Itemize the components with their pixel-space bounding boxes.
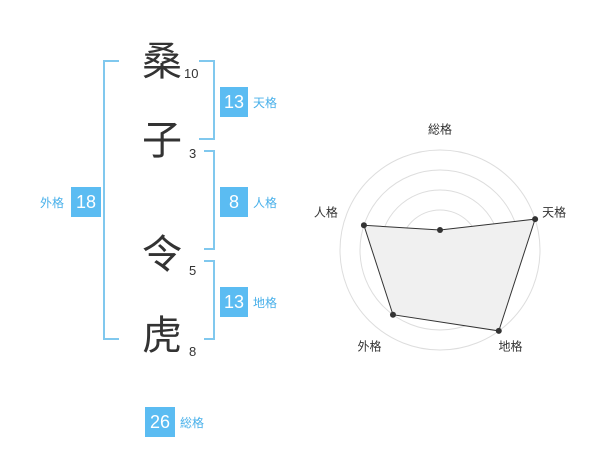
tenkaku-value: 13 — [220, 87, 248, 117]
radar-axis-label-2: 天格 — [542, 204, 566, 219]
stroke-count-1: 10 — [184, 66, 199, 81]
radar-point-2 — [532, 216, 539, 223]
name-char-3: 令 — [142, 232, 182, 278]
name-char-2: 子 — [142, 118, 182, 164]
name-char-1: 桑 — [142, 39, 182, 85]
jinkaku-label: 人格 — [253, 196, 278, 210]
chikaku-label: 地格 — [253, 296, 278, 310]
stroke-count-3: 5 — [189, 263, 197, 278]
radar-point-5 — [360, 222, 367, 229]
radar-point-3 — [495, 327, 502, 334]
radar-axis-label-3: 地格 — [499, 339, 523, 354]
gaikaku-value: 18 — [71, 187, 101, 217]
radar-axis-label-1: 総格 — [428, 122, 452, 137]
radar-point-4 — [389, 311, 396, 318]
radar-axis-label-5: 人格 — [314, 204, 338, 219]
radar-grid-ring — [339, 149, 541, 351]
soukaku-value: 26 — [145, 407, 175, 437]
chikaku-value: 13 — [220, 287, 248, 317]
stroke-count-4: 8 — [189, 344, 197, 359]
chikaku-bracket — [204, 260, 215, 340]
gaikaku-bracket — [103, 60, 119, 340]
tenkaku-label: 天格 — [253, 96, 278, 110]
radar-point-1 — [437, 227, 443, 233]
radar-data-area — [363, 218, 536, 332]
name-char-4: 虎 — [142, 313, 182, 359]
radar-axis-label-4: 外格 — [357, 339, 381, 354]
jinkaku-value: 8 — [220, 187, 248, 217]
soukaku-label: 総格 — [180, 416, 205, 430]
tenkaku-bracket — [199, 60, 215, 140]
jinkaku-bracket — [204, 150, 215, 250]
stroke-count-2: 3 — [189, 146, 197, 161]
gaikaku-label: 外格 — [40, 196, 65, 210]
